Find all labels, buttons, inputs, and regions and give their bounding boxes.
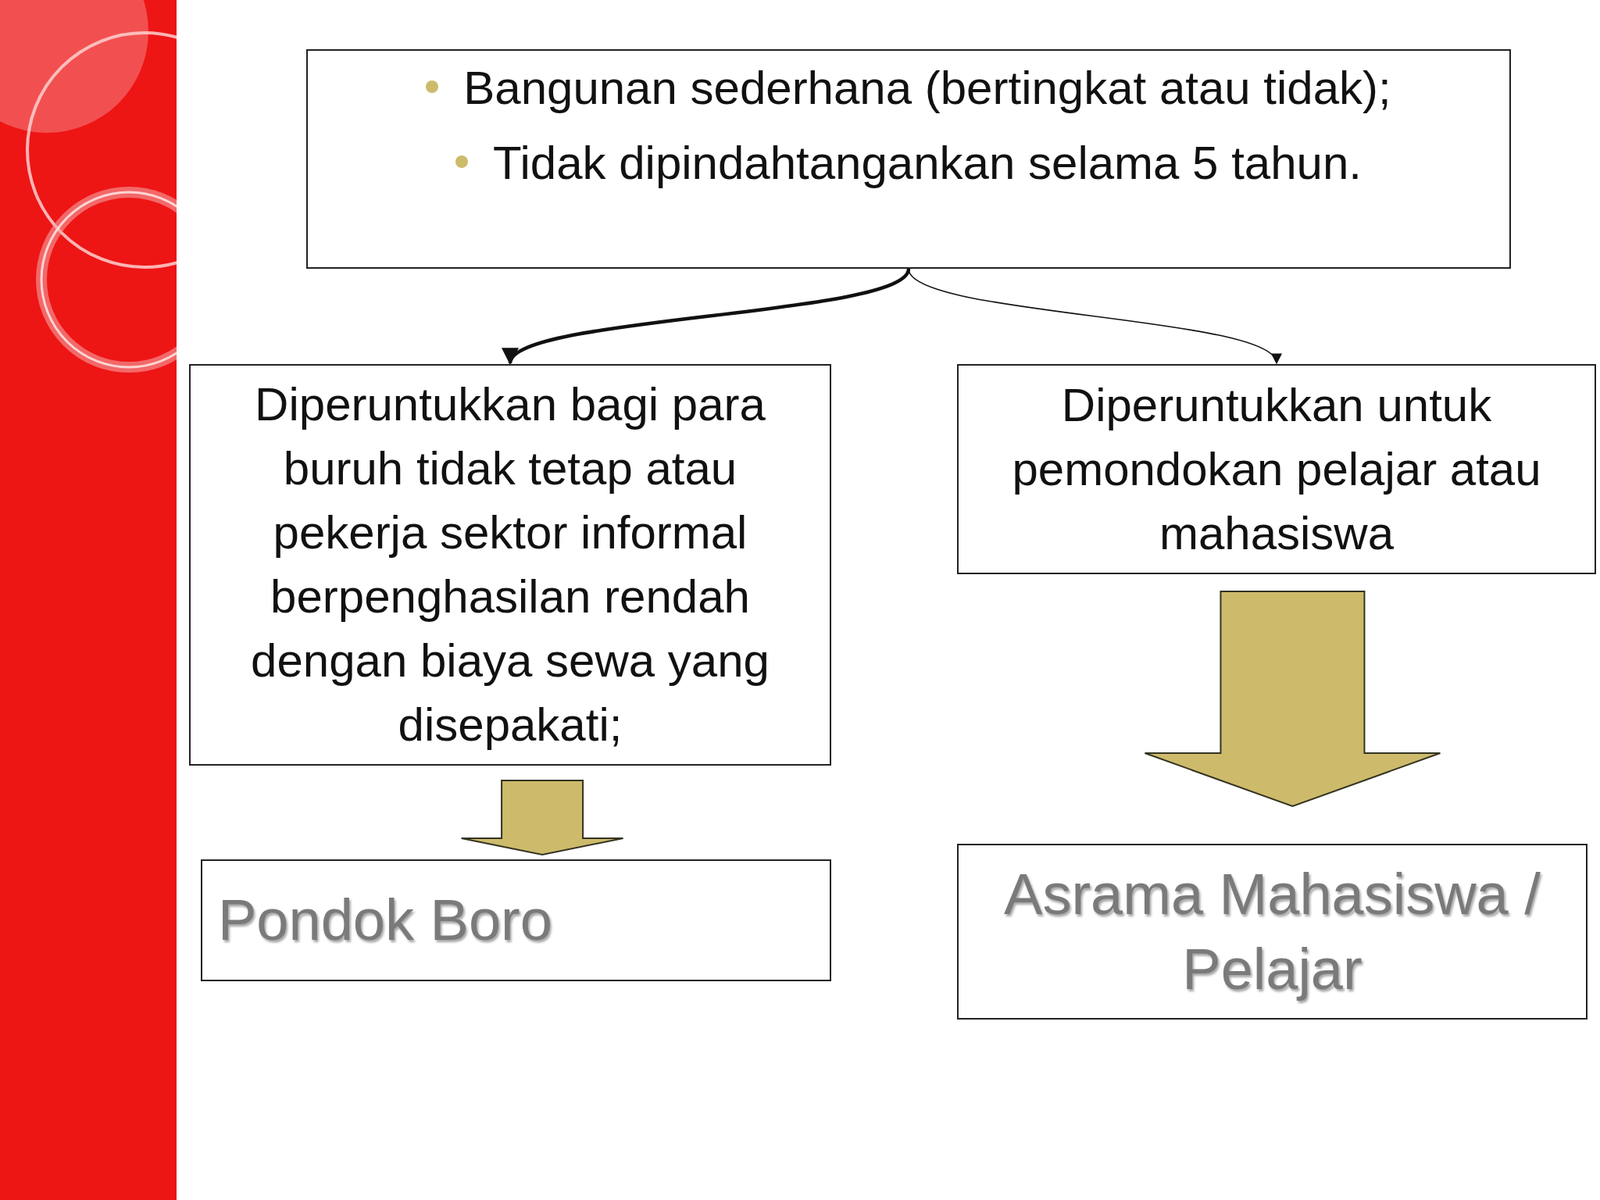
result-label: Asrama Mahasiswa / Pelajar	[971, 857, 1574, 1008]
category-box: Diperuntukkan bagi para buruh tidak teta…	[189, 364, 832, 766]
curved-arrow	[908, 268, 1277, 364]
red-band	[0, 0, 177, 1200]
box-text: Diperuntukkan bagi para buruh tidak teta…	[203, 372, 818, 758]
bullet-item: Bangunan sederhana (bertingkat atau tida…	[323, 50, 1494, 126]
result-label: Pondok Boro	[217, 885, 815, 956]
category-box: Diperuntukkan untuk pemondokan pelajar a…	[957, 364, 1597, 575]
summary-box: Bangunan sederhana (bertingkat atau tida…	[306, 49, 1511, 269]
band-ring	[41, 192, 177, 368]
bullet-dot	[455, 155, 468, 168]
result-box: Asrama Mahasiswa / Pelajar	[957, 843, 1588, 1020]
curved-arrow	[510, 268, 909, 364]
bullet-dot	[425, 80, 439, 93]
box-text: Diperuntukkan untuk pemondokan pelajar a…	[971, 373, 1583, 566]
block-arrow	[461, 780, 624, 855]
band-highlight	[0, 0, 149, 133]
band-ring	[41, 192, 177, 368]
block-arrow	[1144, 591, 1440, 807]
bullet-item: Tidak dipindahtangankan selama 5 tahun.	[323, 125, 1494, 201]
bullet-text: Tidak dipindahtangankan selama 5 tahun.	[492, 136, 1362, 190]
bullet-text: Bangunan sederhana (bertingkat atau tida…	[463, 61, 1392, 115]
result-box: Pondok Boro	[200, 859, 832, 982]
